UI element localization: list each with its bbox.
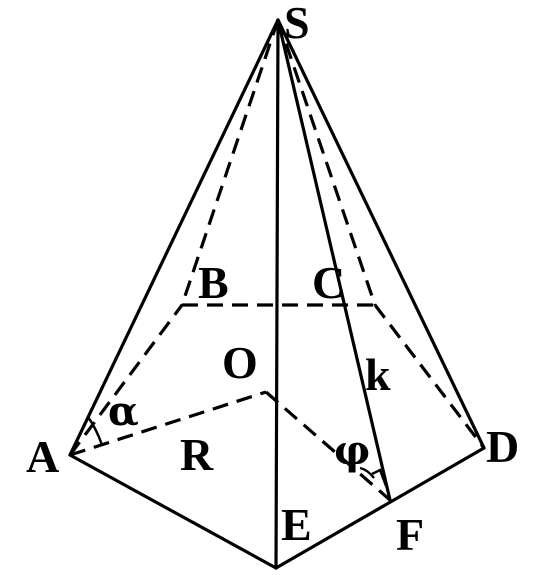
edge-ab <box>68 304 184 456</box>
label-a: A <box>26 431 59 482</box>
edge-sb <box>180 19 280 306</box>
edge-ed <box>274 446 486 570</box>
label-b: B <box>198 257 229 308</box>
label-s: S <box>284 0 310 48</box>
label-d: D <box>486 421 519 472</box>
edge-ae <box>68 453 278 570</box>
label-phi: φ <box>334 427 370 474</box>
label-f: F <box>396 509 424 560</box>
edge-sa <box>68 18 280 457</box>
angle-alpha-arc <box>87 416 104 446</box>
right-angle-mark <box>371 468 388 487</box>
height-se <box>274 18 280 570</box>
apothem-sf <box>276 18 392 502</box>
edge-sd <box>276 18 486 450</box>
label-k: k <box>365 349 391 400</box>
label-r: R <box>180 429 214 480</box>
segment-of <box>264 390 392 502</box>
radius-ao <box>69 390 267 457</box>
label-alpha: α <box>108 388 139 435</box>
label-c: C <box>312 257 345 308</box>
label-o: O <box>222 337 258 388</box>
angle-phi-arc <box>359 466 375 479</box>
edge-sc <box>276 19 377 306</box>
label-e: E <box>281 499 312 550</box>
edge-cd <box>373 304 486 449</box>
